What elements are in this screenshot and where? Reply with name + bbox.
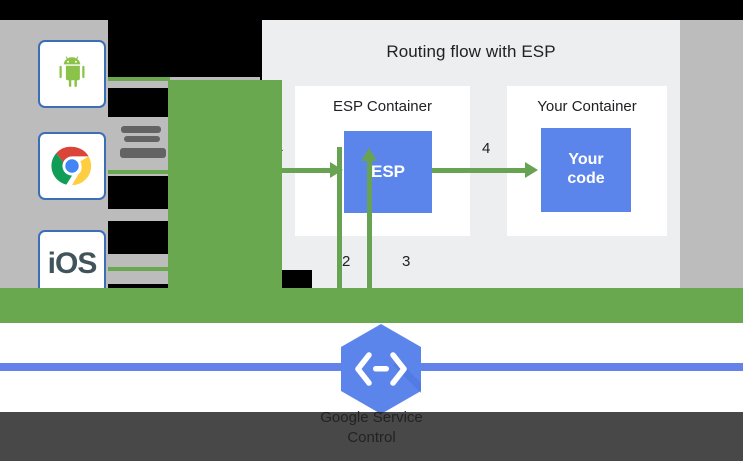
arrow-3-line [367, 160, 372, 290]
connector-line [108, 267, 170, 271]
redaction-block [108, 176, 170, 209]
arrow-1-line [262, 168, 330, 173]
bottom-dark-scrim [0, 412, 743, 461]
redaction-block [108, 88, 170, 117]
your-container-box: Your Container Your code [507, 86, 667, 236]
redaction-block [108, 20, 260, 77]
arrow-4-head [525, 162, 538, 178]
esp-container-box: ESP Container ESP [295, 86, 470, 236]
android-robot-glyph [59, 56, 85, 87]
step-number-2: 2 [342, 253, 351, 270]
google-cloud-endpoints-hexagon-icon [338, 323, 424, 415]
esp-container-label: ESP Container [333, 98, 432, 115]
chrome-logo-glyph [51, 146, 92, 186]
blurred-text [121, 126, 161, 133]
your-code-line1: Your [568, 151, 604, 169]
step-number-3: 3 [402, 253, 411, 270]
esp-node: ESP [344, 131, 432, 213]
ios-label: iOS [47, 247, 98, 280]
chrome-icon [38, 132, 106, 200]
your-container-label: Your Container [537, 98, 637, 115]
connector-line [368, 310, 390, 314]
step-number-4: 4 [482, 140, 491, 157]
top-black-band [0, 0, 743, 20]
page-background-right [680, 20, 743, 290]
your-code-line2: code [567, 170, 605, 187]
connector-line [108, 170, 170, 174]
blurred-text [120, 148, 166, 158]
routing-flow-diagram: Routing flow with ESP ESP Container ESP … [262, 20, 680, 290]
android-icon [38, 40, 106, 108]
arrow-2-line [337, 147, 342, 290]
arrow-4-line [432, 168, 525, 173]
diagram-title: Routing flow with ESP [386, 42, 556, 61]
arrow-3-head [361, 148, 377, 161]
your-code-node: Your code [541, 128, 631, 212]
connector-line [368, 300, 390, 304]
blurred-text [124, 136, 160, 142]
redaction-block [108, 221, 170, 254]
green-overlay-block [168, 80, 282, 294]
ios-icon: iOS [38, 230, 106, 298]
connector-line [108, 77, 170, 81]
green-overlay-band [0, 288, 743, 323]
connector-line [262, 145, 276, 150]
